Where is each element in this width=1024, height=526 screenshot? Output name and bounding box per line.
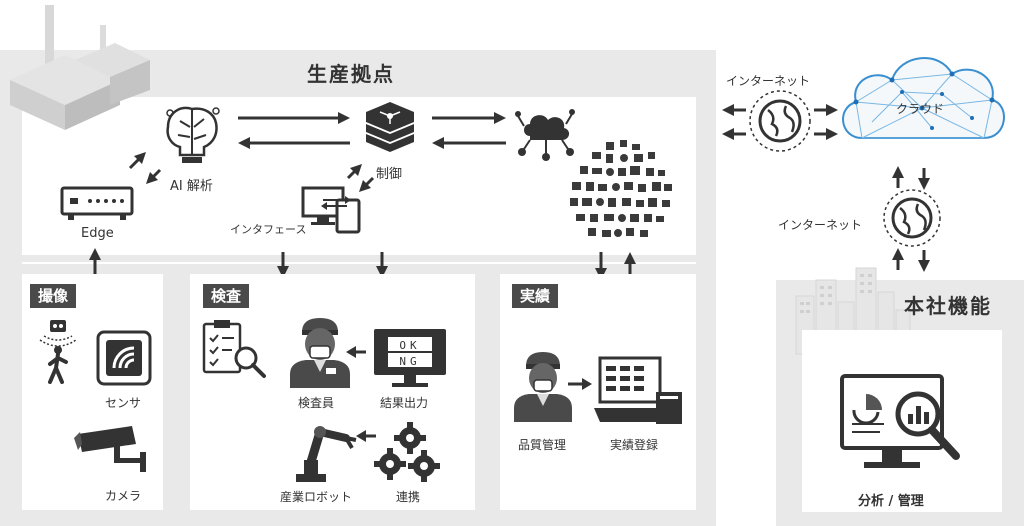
control-label: 制御 <box>376 167 403 182</box>
edge-label: Edge <box>81 226 114 241</box>
internet-globe-top-icon <box>722 90 838 152</box>
cloud-icon <box>842 57 1005 139</box>
ai-label: AI 解析 <box>170 179 213 194</box>
cloud-network-icon <box>515 109 575 161</box>
ai-brain-icon <box>166 106 220 163</box>
quality-person-icon <box>514 352 572 422</box>
camera-icon <box>74 426 146 472</box>
imaging-tag: 撮像 <box>30 284 77 308</box>
hq-title: 本社機能 <box>904 294 992 318</box>
sensor-label: センサ <box>105 396 142 410</box>
interface-monitor-icon <box>301 186 361 234</box>
motion-sensor-icon <box>39 320 77 384</box>
linkage-label: 連携 <box>396 490 421 504</box>
inspector-label: 検査員 <box>298 396 335 410</box>
factory-title: 生産拠点 <box>307 62 395 86</box>
ng-text: NG <box>399 355 420 368</box>
cloud-label: クラウド <box>896 102 945 116</box>
imaging-box <box>22 274 163 510</box>
interface-label: インタフェース <box>230 223 307 236</box>
edge-device-icon <box>60 186 134 220</box>
registration-label: 実績登録 <box>610 438 659 452</box>
internet-top-label: インターネット <box>726 74 811 88</box>
factory-building-icon <box>10 5 150 130</box>
inspector-person-icon <box>290 318 350 388</box>
ok-text: OK <box>399 339 420 352</box>
data-icon-cluster <box>570 140 672 237</box>
control-layers-icon <box>366 102 414 152</box>
analysis-label: 分析 / 管理 <box>858 494 924 509</box>
inspection-tag: 検査 <box>203 284 250 308</box>
sensor-icon <box>96 330 152 386</box>
result-label: 結果出力 <box>380 396 429 410</box>
gears-icon <box>374 422 440 482</box>
robot-label: 産業ロボット <box>280 490 353 504</box>
camera-label: カメラ <box>105 489 142 503</box>
checklist-icon <box>202 320 266 378</box>
divider-line <box>22 262 696 264</box>
analysis-monitor-icon <box>840 374 960 468</box>
record-tag: 実績 <box>512 284 559 308</box>
registration-terminal-icon <box>594 356 682 424</box>
industrial-robot-icon <box>296 426 357 482</box>
quality-label: 品質管理 <box>518 438 567 452</box>
internet-right-label: インターネット <box>778 218 863 232</box>
internet-globe-right-icon <box>883 166 941 272</box>
result-monitor-icon: OK NG <box>374 329 446 387</box>
